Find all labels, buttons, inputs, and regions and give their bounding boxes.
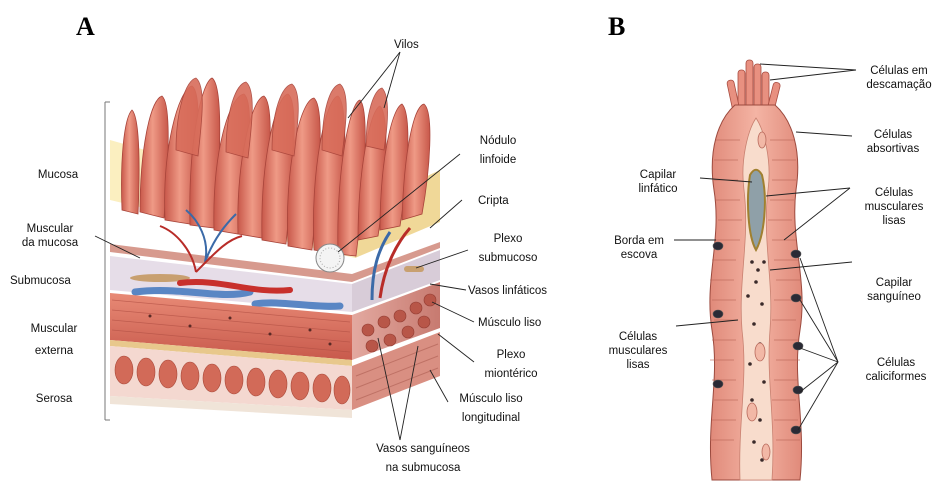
label-submucosa: Submucosa (10, 274, 71, 288)
label-musculo-long-line2: longitudinal (446, 411, 536, 425)
label-muscular-mucosa-line1: Muscular (14, 222, 86, 236)
label-borda-line1: Borda em (604, 234, 674, 248)
label-serosa: Serosa (22, 392, 86, 406)
label-musculo-liso: Músculo liso (478, 316, 541, 330)
label-descamacao-line1: Células em (858, 64, 940, 78)
label-musculo-long-line1: Músculo liso (446, 392, 536, 406)
label-musc-lisas-line1: Células (596, 330, 680, 344)
label-musc-lisas-line2: musculares (596, 344, 680, 358)
label-descamacao-line2: descamação (858, 78, 940, 92)
label-capilar-sang-line2: sanguíneo (856, 290, 932, 304)
panel-label-b: B (608, 12, 625, 42)
label-capilar-sang-line1: Capilar (856, 276, 932, 290)
label-borda-line2: escova (604, 248, 674, 262)
label-absortivas-line1: Células (856, 128, 930, 142)
label-caliciformes-line1: Células (856, 356, 936, 370)
villus-section (710, 60, 803, 480)
label-muscular-externa-line1: Muscular (22, 322, 86, 336)
label-musc-line3: lisas (854, 214, 934, 228)
label-plexo-mio-line2: miontérico (476, 367, 546, 381)
label-absortivas-line2: absortivas (856, 142, 930, 156)
label-vilos: Vilos (394, 38, 419, 52)
panel-label-a: A (76, 12, 95, 42)
label-muscular-externa-line2: externa (22, 344, 86, 358)
label-vasos-sang-line1: Vasos sanguíneos (368, 442, 478, 456)
label-plexo-sub-line2: submucoso (470, 251, 546, 265)
label-cripta: Cripta (478, 194, 509, 208)
label-muscular-mucosa-line2: da mucosa (14, 236, 86, 250)
label-nodulo-line2: linfoide (466, 153, 530, 167)
label-musc-line2: musculares (854, 200, 934, 214)
label-mucosa: Mucosa (30, 168, 86, 182)
label-plexo-mio-line1: Plexo (476, 348, 546, 362)
lymphoid-nodule (316, 244, 344, 272)
label-musc-lisas-line3: lisas (596, 358, 680, 372)
label-caliciformes-line2: caliciformes (856, 370, 936, 384)
label-musc-line1: Células (854, 186, 934, 200)
label-capilar-linf-line2: linfático (616, 182, 700, 196)
label-vasos-sang-line2: na submucosa (368, 461, 478, 475)
label-vasos-linfaticos: Vasos linfáticos (468, 284, 547, 298)
label-plexo-sub-line1: Plexo (470, 232, 546, 246)
label-capilar-linf-line1: Capilar (616, 168, 700, 182)
layer-brace (105, 102, 110, 420)
label-nodulo-line1: Nódulo (466, 134, 530, 148)
